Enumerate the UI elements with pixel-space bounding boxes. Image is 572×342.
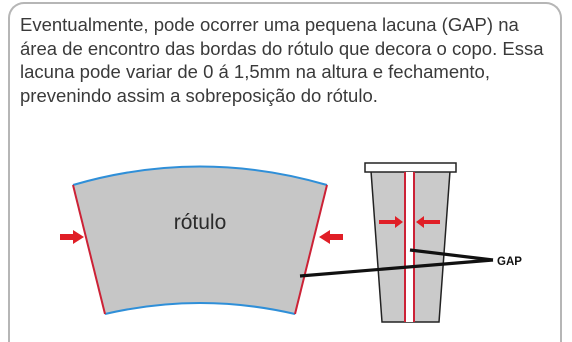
label-panel: rótulo (72, 165, 328, 315)
label-bottom-arc-edge (104, 302, 296, 315)
label-top-arc-edge (72, 165, 328, 186)
gap-label: GAP (497, 256, 522, 268)
leader-line-label (299, 258, 494, 278)
leader-line-cup (409, 248, 494, 262)
cup-rim (364, 162, 457, 173)
gap-callout: GAP (299, 248, 522, 278)
cup-gap-strip (405, 172, 414, 322)
label-shape (73, 166, 327, 314)
label-rotulo-text: rótulo (174, 211, 227, 234)
left-edge-arrow (60, 230, 84, 244)
cup-gap-arrow-right (416, 216, 440, 228)
label-right-edge (294, 184, 328, 315)
description-text: Eventualmente, pode ocorrer uma pequena … (20, 14, 544, 106)
label-left-edge (72, 184, 106, 315)
cup (364, 162, 457, 323)
right-edge-arrow (319, 230, 343, 244)
cup-gap-arrow-left (379, 216, 403, 228)
